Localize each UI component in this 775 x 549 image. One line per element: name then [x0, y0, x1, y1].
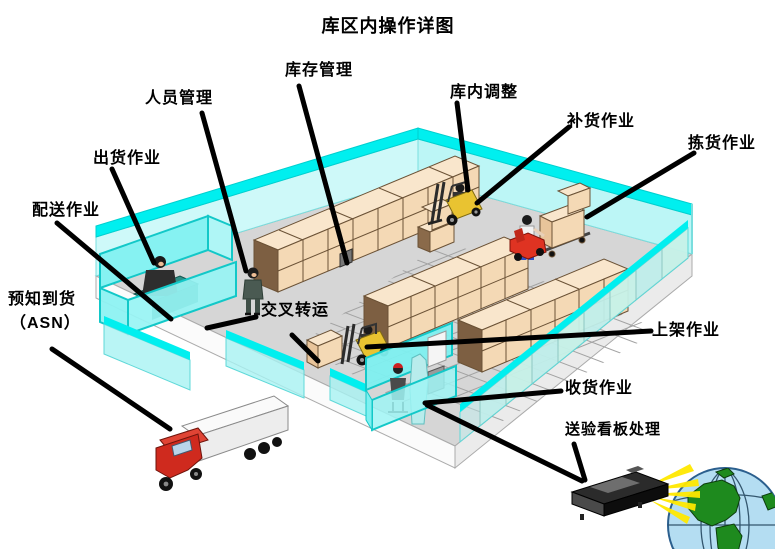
leader-putaway	[364, 328, 654, 350]
leader-warehouse-adjustment	[454, 100, 471, 193]
leader-replenishment	[474, 124, 572, 206]
label-inspection-kanban: 送验看板处理	[565, 421, 662, 438]
forklift-top	[427, 180, 483, 226]
leader-office-to-scanner	[424, 402, 585, 484]
leader-shipping	[109, 166, 157, 266]
leader-inventory-management	[296, 83, 350, 266]
label-picking: 拣货作业	[688, 135, 757, 152]
label-personnel-management: 人员管理	[145, 90, 214, 107]
label-warehouse-adjustment: 库内调整	[450, 84, 519, 101]
leader-lines	[49, 83, 697, 484]
label-asn: （ASN）	[10, 315, 81, 332]
label-inventory-management: 库存管理	[285, 62, 354, 79]
label-receiving: 收货作业	[565, 380, 634, 397]
box-row-middle	[362, 236, 530, 349]
leader-personnel-management	[199, 110, 249, 274]
leader-distribution	[54, 220, 174, 322]
label-advance-arrival-notice: 预知到货	[8, 291, 77, 308]
label-putaway: 上架作业	[652, 322, 721, 339]
label-distribution: 配送作业	[32, 202, 101, 219]
wall-front-left-segments	[103, 316, 367, 417]
leader-cross-docking-right	[289, 332, 321, 364]
receiving-office	[365, 321, 457, 432]
leader-inspection-kanban	[571, 441, 588, 483]
shipping-office	[99, 214, 237, 336]
pallet-tugger	[509, 228, 547, 261]
label-shipping: 出货作业	[93, 150, 162, 167]
standing-worker	[242, 267, 264, 316]
forklift-bottom	[305, 322, 391, 369]
leader-cross-docking-left	[204, 314, 259, 331]
label-replenishment: 补货作业	[567, 113, 636, 130]
leader-picking	[584, 150, 697, 220]
globe	[667, 467, 775, 549]
leader-receiving	[422, 388, 564, 406]
kanban-scanner	[570, 466, 670, 520]
delivery-truck	[155, 395, 290, 491]
label-cross-docking: 交叉转运	[261, 302, 330, 319]
box-stack-small	[416, 198, 456, 253]
leader-asn	[49, 346, 173, 432]
page-title: 库区内操作详图	[321, 16, 455, 36]
